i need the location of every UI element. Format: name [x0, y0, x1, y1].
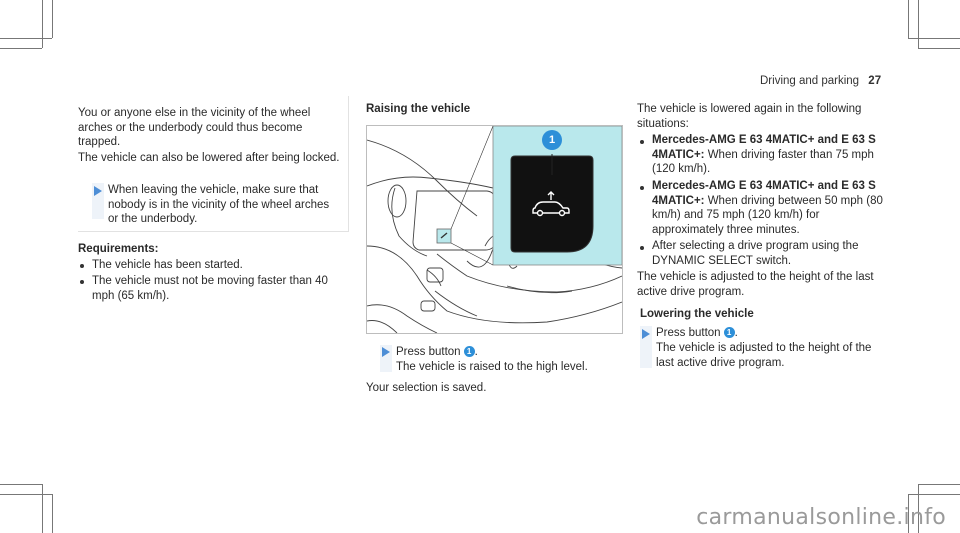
step-arrow-icon [642, 329, 650, 339]
lowered-item-1-model: Mercedes-AMG E 63 4MATIC+ and E 63 S 4MA… [652, 134, 876, 161]
lowered-intro: The vehicle is lowered again in the foll… [637, 103, 862, 130]
page-number: 27 [868, 75, 882, 87]
bullet [640, 246, 644, 250]
requirement-item: The vehicle has been started. [92, 259, 243, 271]
lower-result: The vehicle is adjusted to the height of… [656, 342, 872, 369]
lowered-item-2: Mercedes-AMG E 63 4MATIC+ and E 63 S 4MA… [652, 179, 887, 237]
lowering-heading: Lowering the vehicle [640, 308, 754, 320]
bullet [80, 264, 84, 268]
bullet [640, 186, 644, 190]
lowered-item-3: After selecting a drive program using th… [652, 240, 859, 267]
raising-heading: Raising the vehicle [366, 103, 471, 115]
lowered-item-2-model: Mercedes-AMG E 63 4MATIC+ and E 63 S 4MA… [652, 180, 876, 207]
press-text: Press button [396, 346, 461, 358]
requirements-heading: Requirements: [78, 243, 159, 255]
button-1-badge: 1 [463, 346, 475, 358]
bullet [640, 140, 644, 144]
step-arrow-icon [94, 186, 102, 196]
step-arrow-icon [382, 347, 390, 357]
lowered-item-1: Mercedes-AMG E 63 4MATIC+ and E 63 S 4MA… [652, 133, 887, 177]
requirement-item: The vehicle must not be moving faster th… [92, 275, 328, 302]
warning-text-locked: The vehicle can also be lowered after be… [78, 152, 340, 164]
callout-1-label: 1 [548, 134, 556, 146]
button-1-badge: 1 [723, 327, 735, 339]
lowered-item-2-text: When driving between 50 mph (80 km/h) an… [652, 194, 883, 236]
raise-result: The vehicle is raised to the high level. [396, 361, 588, 373]
watermark: carmanualsonline.info [696, 505, 946, 530]
section-title: Driving and parking [760, 75, 860, 87]
warning-text: You or anyone else in the vicinity of th… [78, 107, 311, 148]
saved-text: Your selection is saved. [366, 382, 487, 394]
adjusted-text: The vehicle is adjusted to the height of… [637, 271, 874, 298]
lowered-item-1-text: When driving faster than 75 mph (120 km/… [652, 148, 874, 176]
dashboard-figure: 1 [366, 125, 623, 334]
bullet [80, 280, 84, 284]
warning-box [78, 96, 349, 232]
warning-step: When leaving the vehicle, make sure that… [108, 184, 330, 225]
dashboard-illustration [367, 126, 622, 333]
press-text: Press button [656, 327, 721, 339]
running-header: Driving and parking 27 [760, 75, 881, 87]
